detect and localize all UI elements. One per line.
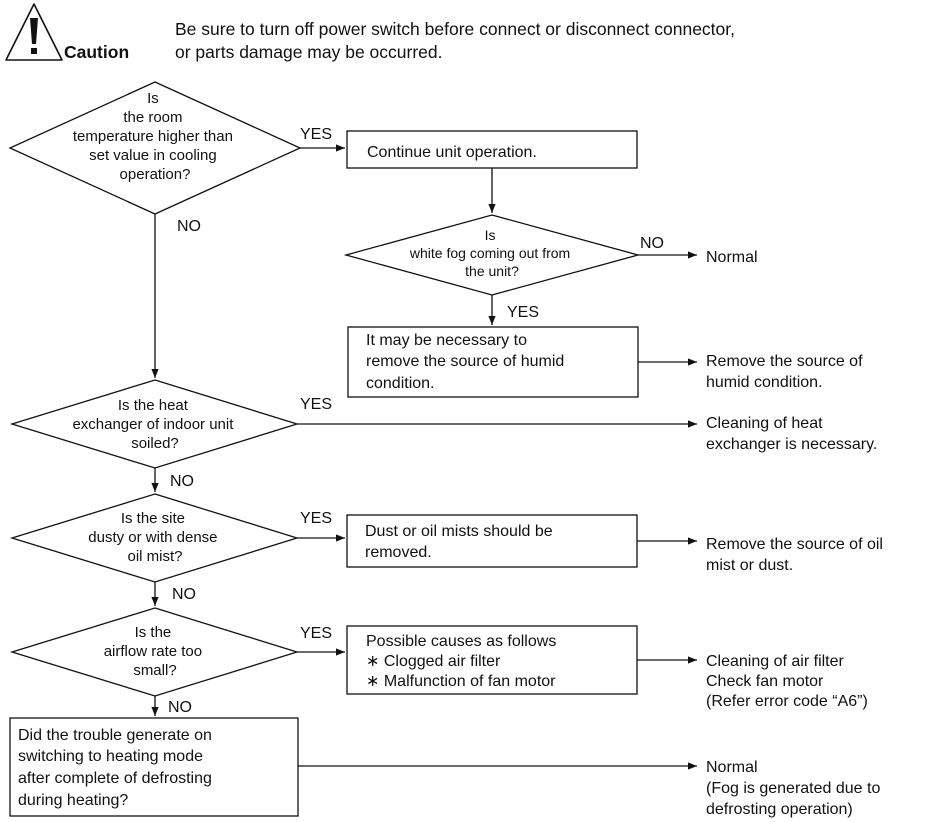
result-normal: Normal [706, 249, 758, 266]
caution-label: Caution [64, 42, 129, 62]
yes-label: YES [507, 304, 539, 321]
decision-room-temperature-text: Is the room temperature higher than set … [73, 90, 237, 183]
result-clean-heat-exchanger: Cleaning of heat exchanger is necessary. [706, 415, 877, 453]
decision-site-dusty-text: Is the site dusty or with dense oil mist… [88, 510, 221, 565]
decision-heat-exchanger-text: Is the heat exchanger of indoor unit soi… [72, 397, 237, 452]
decision-white-fog-text: Is white fog coming out from the unit? [409, 227, 574, 279]
caution-text-line-1: Be sure to turn off power switch before … [175, 19, 735, 39]
box-dust-oil-mist [346, 514, 638, 568]
no-label: NO [170, 473, 194, 490]
result-remove-humid-source: Remove the source of humid condition. [706, 353, 867, 391]
no-label: NO [177, 218, 201, 235]
caution-header: Caution Be sure to turn off power switch… [5, 3, 735, 62]
box-humid-condition-text: It may be necessary to remove the source… [366, 332, 569, 392]
box-continue-operation [346, 130, 638, 169]
no-label: NO [168, 699, 192, 716]
yes-label: YES [300, 396, 332, 413]
box-possible-causes [346, 625, 638, 695]
box-defrosting-question [9, 717, 299, 817]
result-clean-air-filter: Cleaning of air filter Check fan motor (… [706, 653, 868, 710]
box-continue-operation-text: Continue unit operation. [367, 144, 537, 161]
no-label: NO [172, 586, 196, 603]
yes-label: YES [300, 625, 332, 642]
yes-label: YES [300, 126, 332, 143]
result-remove-oil-mist-source: Remove the source of oil mist or dust. [706, 536, 887, 574]
result-normal-defrosting: Normal (Fog is generated due to defrosti… [706, 759, 885, 818]
no-label: NO [640, 235, 664, 252]
caution-text-line-2: or parts damage may be occurred. [175, 42, 443, 62]
box-defrosting-question-text: Did the trouble generate on switching to… [18, 727, 216, 809]
warning-triangle-icon [5, 3, 63, 61]
box-possible-causes-text: Possible causes as follows ∗ Clogged air… [366, 633, 561, 690]
box-dust-oil-mist-text: Dust or oil mists should be removed. [365, 523, 557, 561]
decision-airflow-rate-text: Is the airflow rate too small? [104, 624, 207, 679]
yes-label: YES [300, 510, 332, 527]
